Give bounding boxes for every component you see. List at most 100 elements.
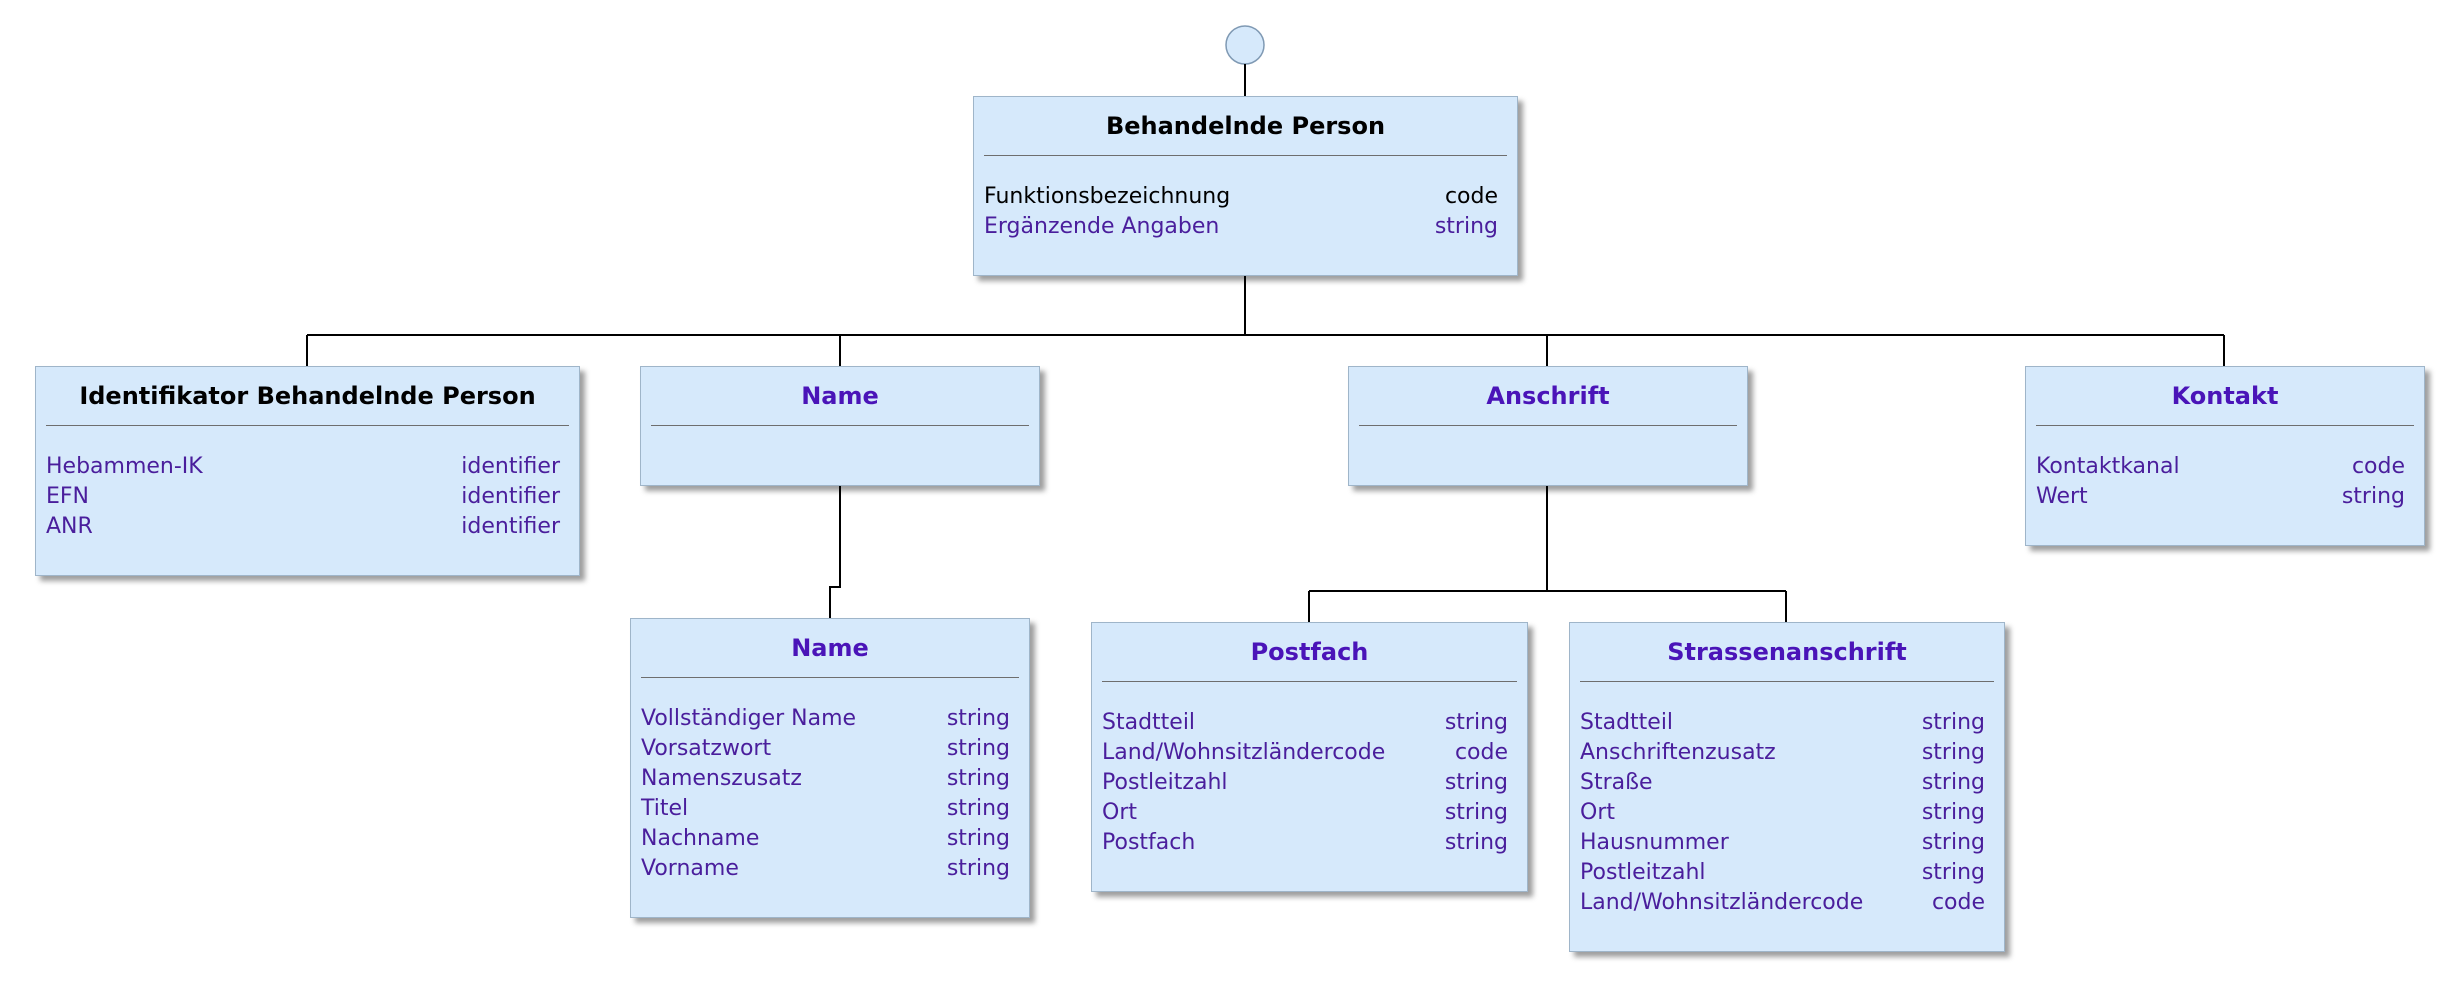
attribute-name: Ort	[1102, 800, 1137, 825]
attribute-type: string	[1444, 800, 1508, 825]
attribute-name: Ort	[1580, 800, 1615, 825]
attribute-row: Funktionsbezeichnung code	[984, 182, 1498, 212]
attribute-type: code	[2351, 454, 2405, 479]
attribute-list	[1349, 426, 1747, 452]
attribute-type: string	[1444, 710, 1508, 735]
start-node-circle	[1225, 25, 1265, 65]
attribute-row: Ort string	[1102, 798, 1508, 828]
attribute-type: string	[1921, 770, 1985, 795]
class-title: Name	[651, 367, 1029, 426]
attribute-row: ANR identifier	[46, 512, 560, 542]
attribute-name: Stadtteil	[1102, 710, 1196, 735]
attribute-type: identifier	[461, 454, 560, 479]
attribute-row: Postfach string	[1102, 828, 1508, 858]
class-title: Anschrift	[1359, 367, 1737, 426]
class-title: Kontakt	[2036, 367, 2414, 426]
attribute-name: Postfach	[1102, 830, 1196, 855]
class-title: Identifikator Behandelnde Person	[46, 367, 569, 426]
attribute-name: Funktionsbezeichnung	[984, 184, 1231, 209]
attribute-row: Land/Wohnsitzländercode code	[1102, 738, 1508, 768]
attribute-row: Namenszusatz string	[641, 764, 1010, 794]
attribute-list	[641, 426, 1039, 452]
class-title: Strassenanschrift	[1580, 623, 1994, 682]
attribute-type: string	[1444, 830, 1508, 855]
class-title: Name	[641, 619, 1019, 678]
attribute-type: code	[1931, 890, 1985, 915]
attribute-row: Straße string	[1580, 768, 1985, 798]
attribute-row: Ergänzende Angaben string	[984, 212, 1498, 242]
attribute-name: Vorsatzwort	[641, 736, 772, 761]
attribute-row: Wert string	[2036, 482, 2405, 512]
attribute-type: string	[1921, 830, 1985, 855]
attribute-type: identifier	[461, 484, 560, 509]
class-title: Postfach	[1102, 623, 1517, 682]
attribute-type: string	[1444, 770, 1508, 795]
attribute-name: Postleitzahl	[1580, 860, 1706, 885]
attribute-row: Stadtteil string	[1580, 708, 1985, 738]
attribute-name: Kontaktkanal	[2036, 454, 2180, 479]
attribute-row: Vorsatzwort string	[641, 734, 1010, 764]
attribute-type: string	[1434, 214, 1498, 239]
attribute-row: EFN identifier	[46, 482, 560, 512]
attribute-row: Stadtteil string	[1102, 708, 1508, 738]
attribute-row: Hausnummer string	[1580, 828, 1985, 858]
attribute-name: Hausnummer	[1580, 830, 1729, 855]
attribute-type: identifier	[461, 514, 560, 539]
attribute-name: Ergänzende Angaben	[984, 214, 1220, 239]
attribute-name: Postleitzahl	[1102, 770, 1228, 795]
attribute-row: Land/Wohnsitzländercode code	[1580, 888, 1985, 918]
attribute-type: string	[946, 766, 1010, 791]
attribute-row: Anschriftenzusatz string	[1580, 738, 1985, 768]
attribute-row: Vorname string	[641, 854, 1010, 884]
attribute-type: string	[1921, 740, 1985, 765]
attribute-row: Ort string	[1580, 798, 1985, 828]
attribute-type: string	[946, 856, 1010, 881]
attribute-type: string	[2341, 484, 2405, 509]
attribute-name: Land/Wohnsitzländercode	[1102, 740, 1386, 765]
connector-name-to-detail	[829, 486, 841, 618]
attribute-name: Stadtteil	[1580, 710, 1674, 735]
attribute-row: Titel string	[641, 794, 1010, 824]
attribute-type: string	[946, 796, 1010, 821]
attribute-type: string	[1921, 710, 1985, 735]
attribute-type: string	[1921, 800, 1985, 825]
attribute-type: string	[946, 706, 1010, 731]
attribute-name: Wert	[2036, 484, 2088, 509]
attribute-type: code	[1454, 740, 1508, 765]
class-title: Behandelnde Person	[984, 97, 1507, 156]
attribute-type: code	[1444, 184, 1498, 209]
class-box-anschrift: Anschrift	[1348, 366, 1748, 486]
attribute-name: ANR	[46, 514, 93, 539]
attribute-name: Titel	[641, 796, 689, 821]
attribute-name: Anschriftenzusatz	[1580, 740, 1776, 765]
attribute-row: Postleitzahl string	[1580, 858, 1985, 888]
class-box-name: Name	[640, 366, 1040, 486]
attribute-name: Nachname	[641, 826, 760, 851]
attribute-name: Straße	[1580, 770, 1653, 795]
attribute-row: Kontaktkanal code	[2036, 452, 2405, 482]
attribute-row: Postleitzahl string	[1102, 768, 1508, 798]
attribute-type: string	[946, 736, 1010, 761]
attribute-name: Land/Wohnsitzländercode	[1580, 890, 1864, 915]
attribute-name: Vorname	[641, 856, 739, 881]
attribute-name: Vollständiger Name	[641, 706, 857, 731]
attribute-row: Vollständiger Name string	[641, 704, 1010, 734]
attribute-name: Namenszusatz	[641, 766, 802, 791]
attribute-type: string	[1921, 860, 1985, 885]
attribute-name: EFN	[46, 484, 90, 509]
